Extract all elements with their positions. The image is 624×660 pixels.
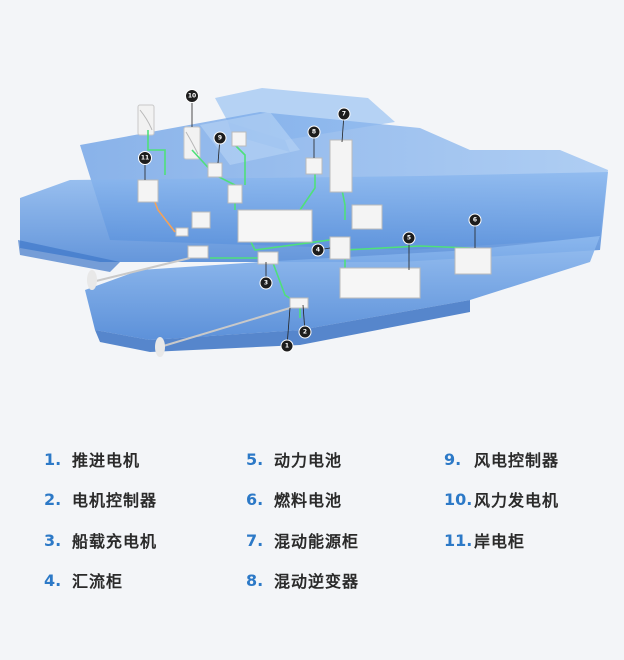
marker-8: 8: [307, 125, 321, 139]
legend-item-3: 3. 船载充电机: [44, 530, 158, 552]
marker-1: 1: [280, 339, 294, 353]
wind-turbines: [137, 104, 201, 160]
svg-text:8: 8: [312, 129, 316, 136]
marker-4: 4: [311, 243, 325, 257]
legend-item-10: 10. 风力发电机: [444, 489, 560, 511]
svg-text:9: 9: [218, 135, 222, 142]
marker-7: 7: [337, 107, 351, 121]
svg-text:11: 11: [141, 155, 149, 162]
marker-10: 10: [185, 89, 199, 103]
catamaran-diagram: 1 2 3 4 5 6 7 8 9 10 11: [18, 88, 608, 357]
propellers: [87, 257, 291, 357]
legend-item-9: 9. 风电控制器: [444, 449, 560, 471]
svg-text:7: 7: [342, 111, 346, 118]
equipment: [137, 131, 492, 309]
svg-text:2: 2: [303, 329, 307, 336]
svg-text:4: 4: [316, 247, 320, 254]
legend-item-2: 2. 电机控制器: [44, 489, 158, 511]
legend-item-7: 7. 混动能源柜: [246, 530, 360, 552]
svg-text:10: 10: [188, 93, 196, 100]
rear-hull: [18, 172, 608, 272]
legend-item-11: 11. 岸电柜: [444, 530, 526, 552]
legend-item-5: 5. 动力电池: [246, 449, 343, 471]
legend-item-8: 8. 混动逆变器: [246, 570, 360, 592]
marker-5: 5: [402, 231, 416, 245]
marker-2: 2: [298, 325, 312, 339]
legend: 1. 推进电机 2. 电机控制器 3. 船载充电机 4. 汇流柜 5. 动力电池…: [0, 440, 624, 620]
marker-9: 9: [213, 131, 227, 145]
svg-text:5: 5: [407, 235, 411, 242]
legend-item-4: 4. 汇流柜: [44, 570, 124, 592]
marker-11: 11: [138, 151, 152, 165]
svg-text:3: 3: [264, 280, 268, 287]
legend-item-6: 6. 燃料电池: [246, 489, 343, 511]
svg-text:1: 1: [285, 343, 289, 350]
svg-text:6: 6: [473, 217, 477, 224]
legend-item-1: 1. 推进电机: [44, 449, 141, 471]
marker-6: 6: [468, 213, 482, 227]
marker-3: 3: [259, 276, 273, 290]
